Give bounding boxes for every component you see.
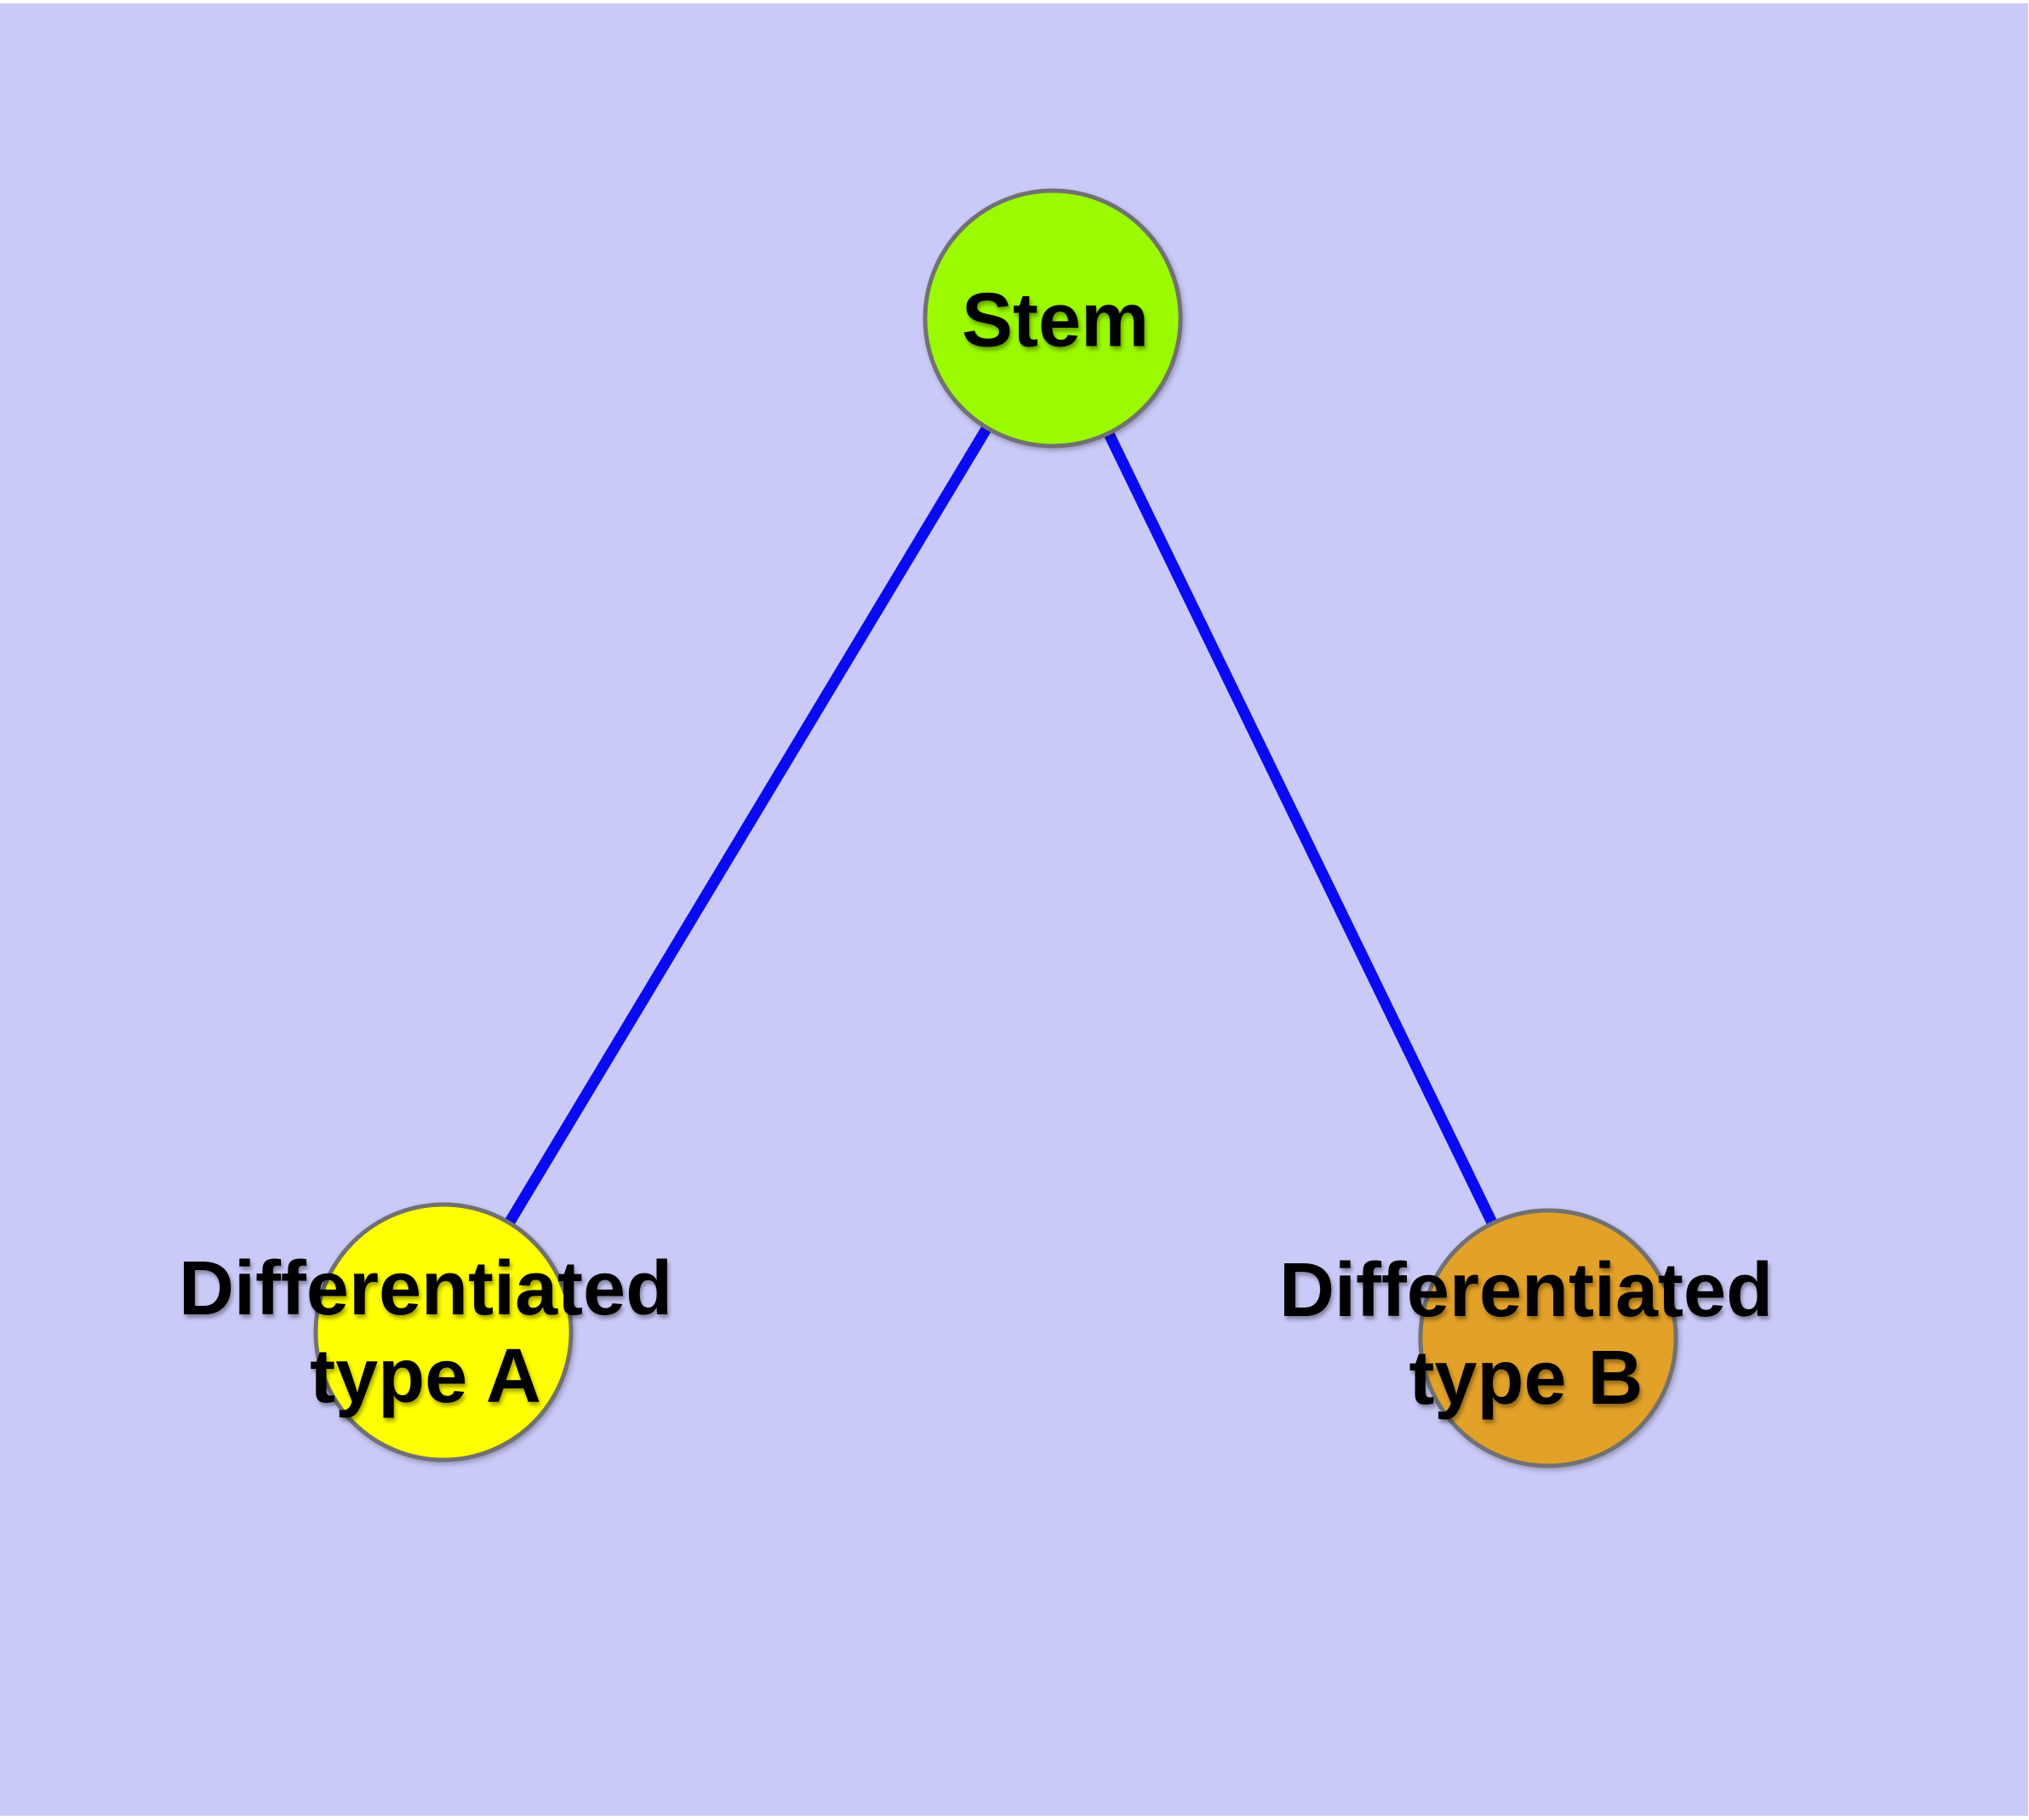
edge-stem-to-type-a: [438, 315, 1058, 1336]
node-differentiated-type-a-label-line1: Differentiated: [178, 1246, 673, 1331]
edge-stem-to-type-b: [1048, 316, 1553, 1341]
node-differentiated-type-a-label: Differentiated type A: [179, 1245, 672, 1421]
node-differentiated-type-b-label-line1: Differentiated: [1278, 1248, 1774, 1333]
node-differentiated-type-a-circle: [313, 1202, 574, 1462]
node-differentiated-type-a-label-line2: type A: [310, 1334, 541, 1419]
node-stem-label: Stem: [961, 278, 1150, 363]
node-differentiated-type-b-label: Differentiated type B: [1279, 1247, 1773, 1422]
node-stem-circle: [923, 188, 1183, 449]
node-differentiated-type-b-label-line2: type B: [1409, 1336, 1643, 1421]
node-differentiated-type-b-circle: [1418, 1208, 1678, 1468]
